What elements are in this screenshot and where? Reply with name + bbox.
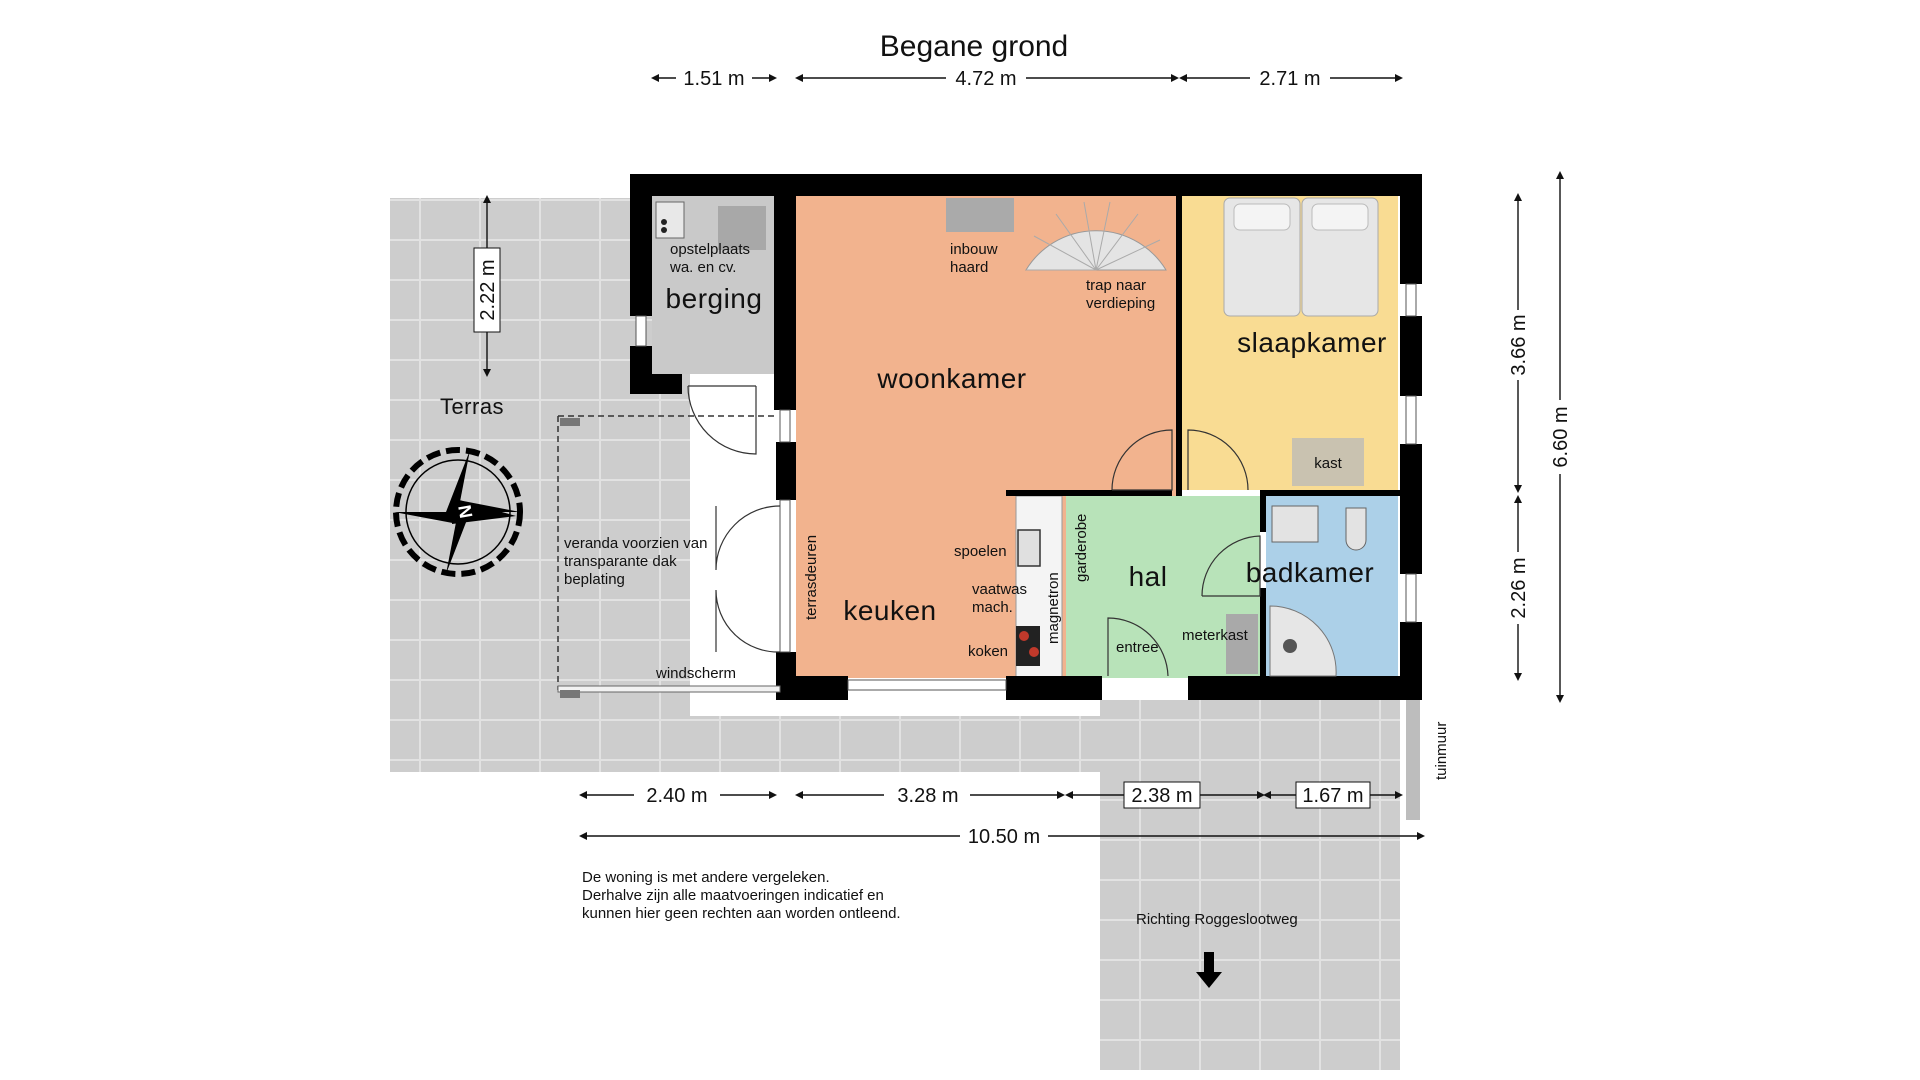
dim-top-1: 1.51 m bbox=[683, 68, 744, 90]
dim-bottom-total: 10.50 m bbox=[968, 826, 1040, 848]
label-veranda-3: beplating bbox=[564, 571, 625, 588]
top-dimensions: 1.51 m 4.72 m 2.71 m bbox=[651, 68, 1403, 90]
label-trap-2: verdieping bbox=[1086, 295, 1155, 312]
label-inbouw-2: haard bbox=[950, 259, 988, 276]
windscherm-bar bbox=[557, 685, 781, 693]
label-spoelen: spoelen bbox=[954, 543, 1007, 560]
label-opstelplaats-1: opstelplaats bbox=[670, 241, 750, 258]
dim-left-terras: 2.22 m bbox=[477, 259, 499, 320]
door-arcs bbox=[687, 385, 1261, 677]
veranda-outline bbox=[557, 415, 776, 690]
compass-letter: N bbox=[454, 504, 476, 520]
path-paving bbox=[1100, 700, 1400, 1070]
label-trap-1: trap naar bbox=[1086, 277, 1146, 294]
label-entree: entree bbox=[1116, 639, 1159, 656]
compass-rose: N bbox=[393, 447, 523, 577]
label-opstelplaats-2: wa. en cv. bbox=[669, 259, 736, 276]
room-berging: berging bbox=[666, 283, 763, 314]
label-kast: kast bbox=[1314, 455, 1342, 472]
dim-bottom-3: 2.38 m bbox=[1131, 785, 1192, 807]
label-richting: Richting Roggeslootweg bbox=[1136, 911, 1298, 928]
furniture bbox=[655, 197, 1379, 677]
terras-dimension: 2.22 m bbox=[473, 195, 501, 377]
room-slaapkamer: slaapkamer bbox=[1237, 327, 1387, 358]
right-dimensions: 3.66 m 2.26 m 6.60 m bbox=[1508, 171, 1572, 703]
label-koken: koken bbox=[968, 643, 1008, 660]
dim-right-total: 6.60 m bbox=[1550, 406, 1572, 467]
bottom-dimensions: 2.40 m 3.28 m 2.38 m 1.67 m 10.50 m bbox=[579, 781, 1425, 848]
label-veranda-1: veranda voorzien van bbox=[564, 535, 707, 552]
front-paving bbox=[580, 716, 1105, 772]
room-badkamer: badkamer bbox=[1246, 557, 1375, 588]
dim-bottom-1: 2.40 m bbox=[646, 785, 707, 807]
windows bbox=[635, 283, 1417, 691]
room-keuken: keuken bbox=[843, 595, 936, 626]
disclaimer-line-2: Derhalve zijn alle maatvoeringen indicat… bbox=[582, 887, 884, 904]
veranda-post-bottom bbox=[560, 690, 580, 698]
dim-right-1: 3.66 m bbox=[1508, 314, 1530, 375]
dim-bottom-2: 3.28 m bbox=[897, 785, 958, 807]
label-meterkast: meterkast bbox=[1182, 627, 1249, 644]
disclaimer-line-3: kunnen hier geen rechten aan worden ontl… bbox=[582, 905, 901, 922]
label-inbouw-1: inbouw bbox=[950, 241, 998, 258]
room-woonkamer: woonkamer bbox=[876, 363, 1026, 394]
tuinmuur-wall bbox=[1406, 700, 1420, 820]
label-vaatwas-1: vaatwas bbox=[972, 581, 1027, 598]
room-hal: hal bbox=[1129, 561, 1168, 592]
label-vaatwas-2: mach. bbox=[972, 599, 1013, 616]
dim-right-2: 2.26 m bbox=[1508, 557, 1530, 618]
dim-bottom-4: 1.67 m bbox=[1302, 785, 1363, 807]
walls bbox=[630, 174, 1422, 700]
direction-arrow-icon bbox=[1196, 952, 1222, 988]
label-windscherm: windscherm bbox=[655, 665, 736, 682]
label-garderobe: garderobe bbox=[1073, 514, 1090, 582]
dim-top-2: 4.72 m bbox=[955, 68, 1016, 90]
dim-top-3: 2.71 m bbox=[1259, 68, 1320, 90]
label-tuinmuur: tuinmuur bbox=[1433, 722, 1450, 780]
room-terras: Terras bbox=[440, 394, 504, 419]
disclaimer-line-1: De woning is met andere vergeleken. bbox=[582, 869, 830, 886]
label-terrasdeuren: terrasdeuren bbox=[803, 535, 820, 620]
veranda-post-top bbox=[560, 418, 580, 426]
label-magnetron: magnetron bbox=[1045, 572, 1062, 644]
label-veranda-2: transparante dak bbox=[564, 553, 677, 570]
page-title: Begane grond bbox=[880, 30, 1069, 63]
